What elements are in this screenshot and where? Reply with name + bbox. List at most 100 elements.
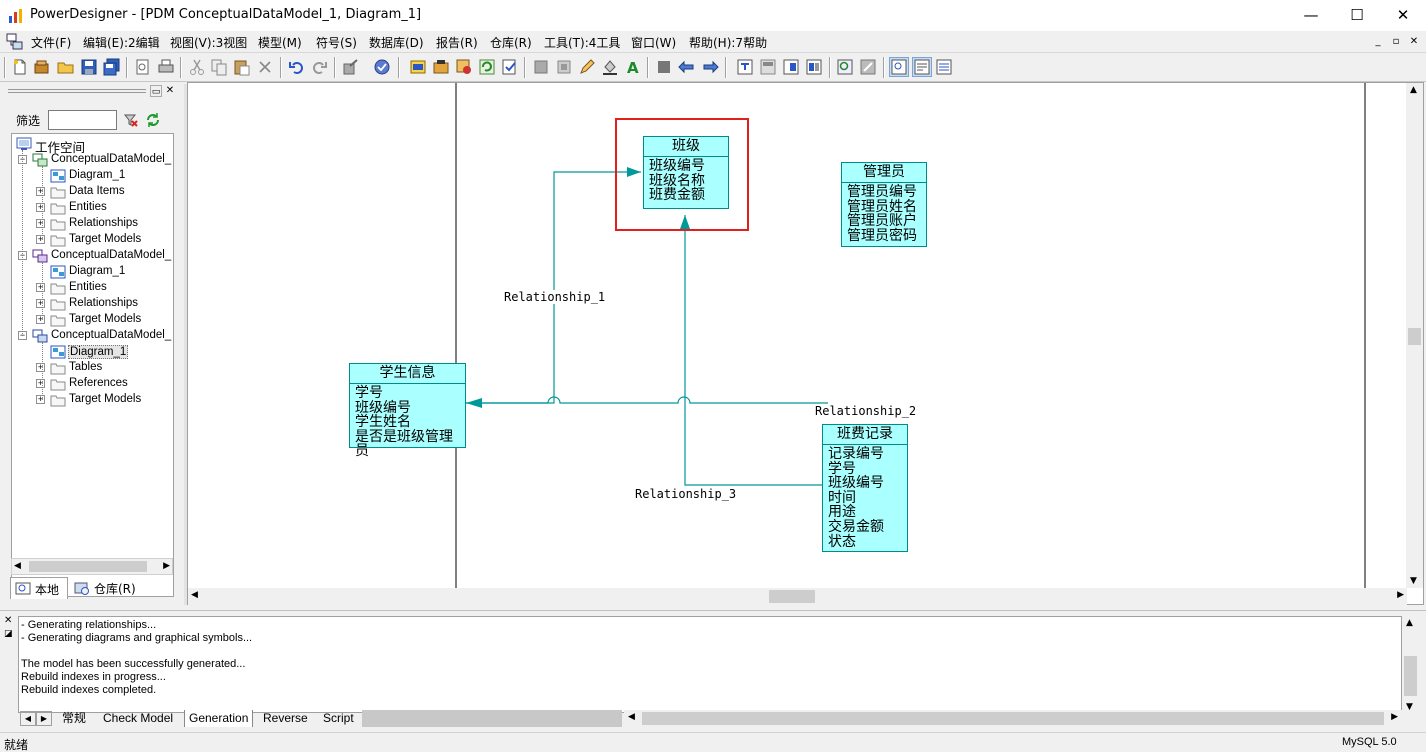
- document-window-icon[interactable]: [6, 33, 23, 50]
- shape-icon[interactable]: [532, 58, 550, 76]
- scroll-up-icon[interactable]: ▲: [1410, 85, 1417, 95]
- entity-guanliyuan[interactable]: 管理员 管理员编号 管理员姓名 管理员账户 管理员密码: [841, 162, 927, 247]
- output-close-icon[interactable]: ✕: [4, 615, 13, 626]
- output-horizontal-scrollbar[interactable]: ◀ ▶: [624, 710, 1402, 727]
- scroll-left-icon[interactable]: ◀: [14, 561, 21, 571]
- delete-icon[interactable]: [256, 58, 274, 76]
- vertical-splitter[interactable]: [184, 84, 187, 605]
- generate-model-icon[interactable]: [342, 58, 360, 76]
- cut-icon[interactable]: [188, 58, 206, 76]
- tab-script[interactable]: Script: [323, 711, 354, 725]
- entity-xuesheng[interactable]: 学生信息 学号 班级编号 学生姓名 是否是班级管理员: [349, 363, 466, 459]
- panel-close-icon[interactable]: ✕: [165, 85, 175, 96]
- expand-toggle-icon[interactable]: +: [36, 186, 45, 196]
- expand-toggle-icon[interactable]: +: [36, 282, 45, 292]
- tab-check-model[interactable]: Check Model: [103, 711, 174, 725]
- arrow-right-icon[interactable]: [701, 58, 719, 76]
- expand-toggle-icon[interactable]: +: [36, 218, 45, 228]
- new-project-icon[interactable]: [33, 58, 51, 76]
- output-pin-icon[interactable]: ◪: [4, 629, 13, 639]
- mdi-restore-button[interactable]: ▫: [1392, 36, 1400, 47]
- copy-icon[interactable]: [210, 58, 228, 76]
- tab-general[interactable]: 常规: [62, 711, 87, 725]
- tab-repository[interactable]: 仓库(R): [70, 577, 144, 599]
- scroll-right-icon[interactable]: ▶: [1397, 590, 1404, 600]
- expand-toggle-icon[interactable]: +: [36, 394, 45, 404]
- save-all-icon[interactable]: [103, 58, 121, 76]
- tab-scroll-right-icon[interactable]: ▶: [36, 711, 52, 726]
- format-icon[interactable]: [655, 58, 673, 76]
- canvas-vscroll-thumb[interactable]: [1408, 328, 1421, 345]
- close-button[interactable]: ✕: [1396, 6, 1410, 24]
- diagram-canvas[interactable]: Relationship_1 Relationship_2 Relationsh…: [187, 82, 1424, 605]
- clear-filter-icon[interactable]: [123, 112, 139, 128]
- font-color-icon[interactable]: A: [624, 58, 642, 76]
- scroll-up-icon[interactable]: ▲: [1406, 618, 1413, 628]
- result-list-icon[interactable]: [935, 58, 953, 76]
- shape-outline-icon[interactable]: [555, 58, 573, 76]
- output-toggle-icon[interactable]: [912, 57, 932, 77]
- tab-local[interactable]: 本地: [10, 577, 68, 599]
- scroll-down-icon[interactable]: ▼: [1410, 576, 1417, 586]
- relationship-3-line[interactable]: [684, 215, 822, 486]
- scroll-down-icon[interactable]: ▼: [1406, 702, 1413, 712]
- save-icon[interactable]: [80, 58, 98, 76]
- tab-scroll-left-icon[interactable]: ◀: [20, 711, 36, 726]
- refresh-filter-icon[interactable]: [145, 112, 161, 128]
- menu-file[interactable]: 文件(F): [31, 36, 72, 50]
- layout-page-icon[interactable]: [782, 58, 800, 76]
- new-file-icon[interactable]: [11, 58, 29, 76]
- relationship-1-line[interactable]: [466, 171, 641, 404]
- canvas-vertical-scrollbar[interactable]: ▲ ▼: [1406, 83, 1423, 588]
- tab-generation[interactable]: Generation: [184, 710, 254, 727]
- open-folder-icon[interactable]: [57, 58, 75, 76]
- minimize-button[interactable]: —: [1303, 6, 1319, 24]
- expand-toggle-icon[interactable]: +: [36, 378, 45, 388]
- expand-toggle-icon[interactable]: +: [36, 234, 45, 244]
- arrow-left-icon[interactable]: [678, 58, 696, 76]
- menu-view[interactable]: 视图(V):3视图: [170, 36, 248, 50]
- output-vertical-scrollbar[interactable]: ▲ ▼: [1402, 616, 1419, 713]
- layout-split-icon[interactable]: [805, 58, 823, 76]
- tree-horizontal-scrollbar[interactable]: ◀ ▶: [11, 558, 173, 575]
- scroll-right-icon[interactable]: ▶: [163, 561, 170, 571]
- mdi-close-button[interactable]: ✕: [1409, 36, 1419, 47]
- relationship-3-label[interactable]: Relationship_3: [635, 487, 737, 501]
- tab-reverse[interactable]: Reverse: [263, 711, 308, 725]
- undo-icon[interactable]: [288, 58, 306, 76]
- relationship-1-label[interactable]: Relationship_1: [504, 290, 606, 304]
- print-preview-icon[interactable]: [134, 58, 152, 76]
- tree-scroll-thumb[interactable]: [29, 561, 147, 572]
- menu-window[interactable]: 窗口(W): [631, 36, 677, 50]
- menu-edit[interactable]: 编辑(E):2编辑: [83, 36, 160, 50]
- menu-database[interactable]: 数据库(D): [369, 36, 424, 50]
- expand-toggle-icon[interactable]: +: [36, 298, 45, 308]
- package-icon[interactable]: [432, 58, 450, 76]
- print-icon[interactable]: [157, 58, 175, 76]
- scroll-left-icon[interactable]: ◀: [191, 590, 198, 600]
- scroll-right-icon[interactable]: ▶: [1391, 712, 1398, 722]
- menu-symbol[interactable]: 符号(S): [316, 36, 357, 50]
- zoom-in-icon[interactable]: [836, 58, 854, 76]
- menu-tools[interactable]: 工具(T):4工具: [544, 36, 621, 50]
- panel-pin-icon[interactable]: ▭: [150, 85, 162, 97]
- check-model-icon[interactable]: [373, 58, 391, 76]
- mdi-minimize-button[interactable]: _: [1375, 36, 1381, 47]
- entity-banfei[interactable]: 班费记录 记录编号 学号 班级编号 时间 用途 交易金额 状态: [822, 424, 908, 552]
- zoom-page-icon[interactable]: [859, 58, 877, 76]
- expand-toggle-icon[interactable]: +: [36, 202, 45, 212]
- expand-toggle-icon[interactable]: +: [36, 314, 45, 324]
- maximize-button[interactable]: ☐: [1350, 6, 1364, 24]
- entity-banji[interactable]: 班级 班级编号 班级名称 班费金额: [643, 136, 729, 209]
- browser-toggle-icon[interactable]: [889, 57, 909, 77]
- merge-model-icon[interactable]: [501, 58, 519, 76]
- layout-tree-icon[interactable]: [736, 58, 754, 76]
- redo-icon[interactable]: [310, 58, 328, 76]
- menu-model[interactable]: 模型(M): [258, 36, 302, 50]
- output-vscroll-thumb[interactable]: [1404, 656, 1417, 696]
- layout-grid-icon[interactable]: [759, 58, 777, 76]
- canvas-hscroll-thumb[interactable]: [769, 590, 815, 603]
- expand-toggle-icon[interactable]: +: [36, 362, 45, 372]
- output-hscroll-thumb[interactable]: [642, 712, 1384, 725]
- menu-help[interactable]: 帮助(H):7帮助: [689, 36, 768, 50]
